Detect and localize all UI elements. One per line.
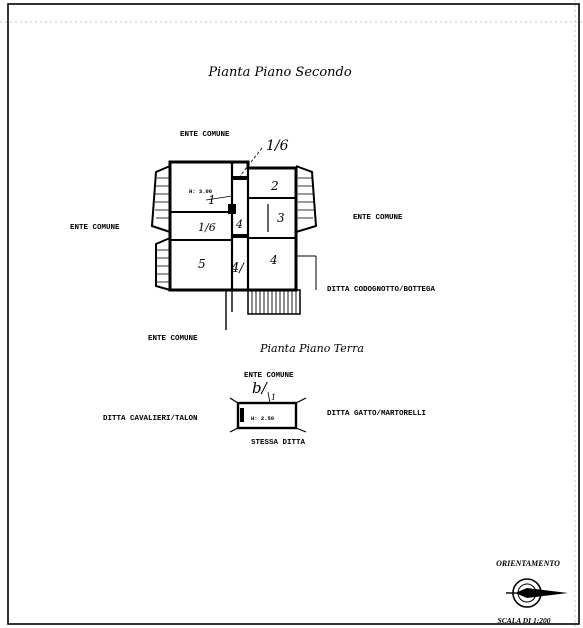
ground-unit: [236, 401, 298, 430]
sheet-border: [7, 3, 580, 625]
leader-line: [239, 147, 263, 177]
room-4: 4: [269, 253, 278, 267]
balcony-left-lower-hatch: [157, 249, 169, 283]
compass-rose: ORIENTAMENTO SCALA DI 1:200: [496, 559, 568, 625]
subalterno-frac: 1/6: [198, 221, 216, 234]
height-second-floor: H: 3.00: [189, 188, 212, 195]
label-stessa-ditta: STESSA DITTA: [251, 439, 306, 447]
ground-leader: [267, 391, 271, 404]
balcony-left-lower: [155, 237, 171, 291]
room-3: 3: [277, 211, 285, 225]
second-floor-plan: [150, 147, 318, 330]
subalterno-top: 1/6: [266, 138, 289, 154]
staircase: [247, 289, 301, 315]
title-second-floor: Pianta Piano Secondo: [207, 65, 352, 80]
subalterno-bottom: 4/: [230, 261, 245, 276]
subalterno-four: 4: [235, 218, 243, 231]
door-mark-1: [228, 204, 236, 214]
ground-right-wall: [295, 397, 307, 404]
ground-left-wall-2: [229, 427, 239, 433]
door-mark-3: [232, 234, 248, 238]
balcony-right: [295, 165, 318, 233]
height-ground-floor: H: 2.50: [251, 415, 274, 422]
subalterno-ground: b/: [252, 379, 269, 397]
label-ditta-gatto: DITTA GATTO/MARTORELLI: [327, 410, 426, 418]
room-5: 5: [198, 257, 206, 271]
label-south-ente-comune: ENTE COMUNE: [148, 335, 198, 343]
door-mark-2: [232, 176, 248, 180]
ground-right-wall-2: [295, 427, 307, 433]
scale-label: SCALA DI 1:200: [498, 616, 551, 625]
label-west-ente-comune: ENTE COMUNE: [70, 224, 120, 232]
label-east-ente-comune: ENTE COMUNE: [353, 214, 403, 222]
stair-treads: [251, 290, 297, 314]
leader-line-2: [205, 195, 233, 201]
ground-floor-plan: [229, 391, 307, 433]
subalterno-ground-one: 1: [271, 393, 276, 402]
subalterno-one: 1: [208, 193, 216, 207]
label-north-ente-comune: ENTE COMUNE: [180, 131, 230, 139]
room-2: 2: [270, 179, 279, 193]
label-ditta-codognotto: DITTA CODOGNOTTO/BOTTEGA: [327, 286, 436, 294]
label-ditta-cavalieri: DITTA CAVALIERI/TALON: [103, 415, 198, 423]
balcony-left: [150, 165, 171, 233]
label-ground-north: ENTE COMUNE: [244, 372, 294, 380]
title-ground-floor: Pianta Piano Terra: [259, 342, 364, 355]
ground-left-wall: [229, 397, 239, 404]
balcony-right-hatch: [298, 177, 314, 219]
balcony-left-hatch: [155, 177, 169, 219]
compass-north-arrow: [515, 588, 568, 598]
ground-door: [240, 408, 244, 422]
orientation-heading: ORIENTAMENTO: [496, 559, 560, 568]
